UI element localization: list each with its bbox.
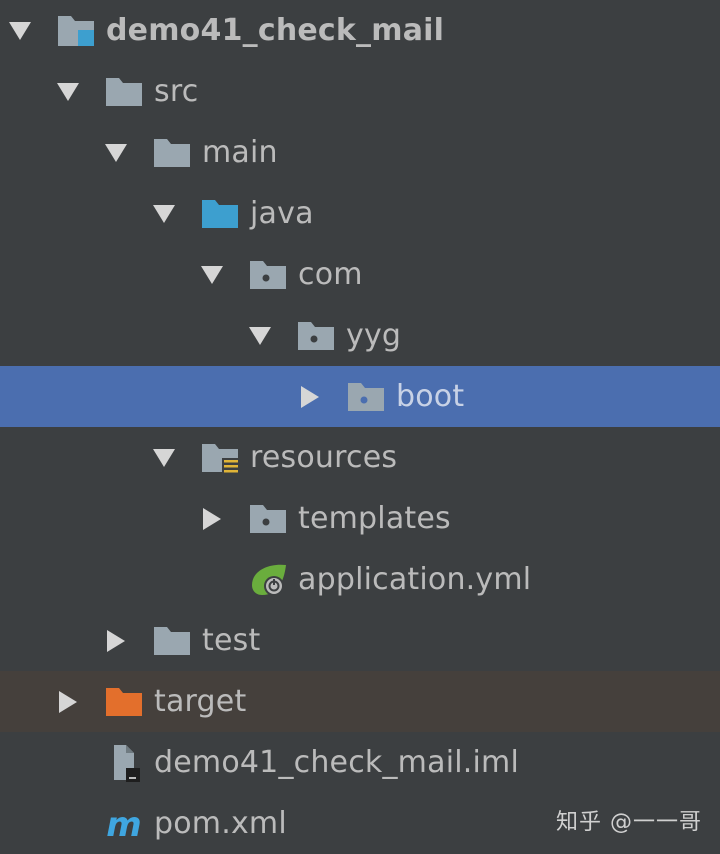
excluded-folder-icon [104,685,144,719]
tree-row-label: src [154,73,199,109]
tree-row-label: demo41_check_mail [106,12,445,48]
folder-icon [152,136,192,170]
tree-row-resources[interactable]: resources [0,427,720,488]
expand-arrow-icon[interactable] [8,19,32,43]
iml-file-icon [104,744,144,782]
collapse-arrow-icon[interactable] [56,690,80,714]
tree-row-label: test [202,622,261,658]
expand-arrow-icon[interactable] [56,80,80,104]
tree-row-label: templates [298,500,451,536]
tree-row-target[interactable]: target [0,671,720,732]
module-folder-icon [56,14,96,48]
maven-icon: m [104,807,144,841]
tree-row-label: pom.xml [154,805,287,841]
tree-row-test[interactable]: test [0,610,720,671]
tree-row-module[interactable]: demo41_check_mail [0,0,720,61]
svg-text:m: m [106,807,141,841]
tree-row-label: yyg [346,317,402,353]
tree-row-iml[interactable]: demo41_check_mail.iml [0,732,720,793]
folder-icon [104,75,144,109]
tree-row-java[interactable]: java [0,183,720,244]
package-icon [248,258,288,292]
tree-row-pom[interactable]: m pom.xml [0,793,720,854]
collapse-arrow-icon[interactable] [200,507,224,531]
collapse-arrow-icon[interactable] [104,629,128,653]
tree-row-label: application.yml [298,561,532,597]
tree-row-label: boot [396,378,465,414]
tree-row-label: demo41_check_mail.iml [154,744,519,780]
expand-arrow-icon[interactable] [248,324,272,348]
expand-arrow-icon[interactable] [104,141,128,165]
spring-config-icon [248,563,288,597]
tree-row-boot[interactable]: boot [0,366,720,427]
tree-row-label: java [250,195,314,231]
tree-row-label: target [154,683,247,719]
tree-row-yyg[interactable]: yyg [0,305,720,366]
expand-arrow-icon[interactable] [152,202,176,226]
package-icon [346,380,386,414]
package-icon [248,502,288,536]
collapse-arrow-icon[interactable] [298,385,322,409]
package-icon [296,319,336,353]
source-folder-icon [200,197,240,231]
tree-row-com[interactable]: com [0,244,720,305]
tree-row-label: com [298,256,363,292]
tree-row-label: main [202,134,278,170]
expand-arrow-icon[interactable] [152,446,176,470]
tree-row-application-yml[interactable]: application.yml [0,549,720,610]
tree-row-templates[interactable]: templates [0,488,720,549]
watermark: 知乎 @一一哥 [556,810,702,835]
tree-row-main[interactable]: main [0,122,720,183]
tree-row-src[interactable]: src [0,61,720,122]
folder-icon [152,624,192,658]
resources-folder-icon [200,441,240,475]
tree-row-label: resources [250,439,398,475]
expand-arrow-icon[interactable] [200,263,224,287]
